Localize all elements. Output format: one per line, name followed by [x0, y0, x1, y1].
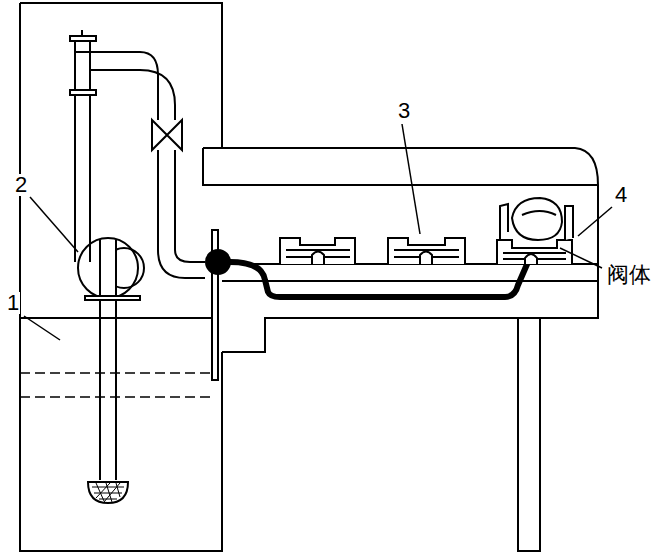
callout-label: 3: [397, 100, 411, 122]
callout-label: 1: [6, 292, 20, 314]
callout-label: 阀体: [606, 264, 652, 286]
callout-label: 2: [14, 174, 28, 196]
callout-label: 4: [614, 184, 628, 206]
